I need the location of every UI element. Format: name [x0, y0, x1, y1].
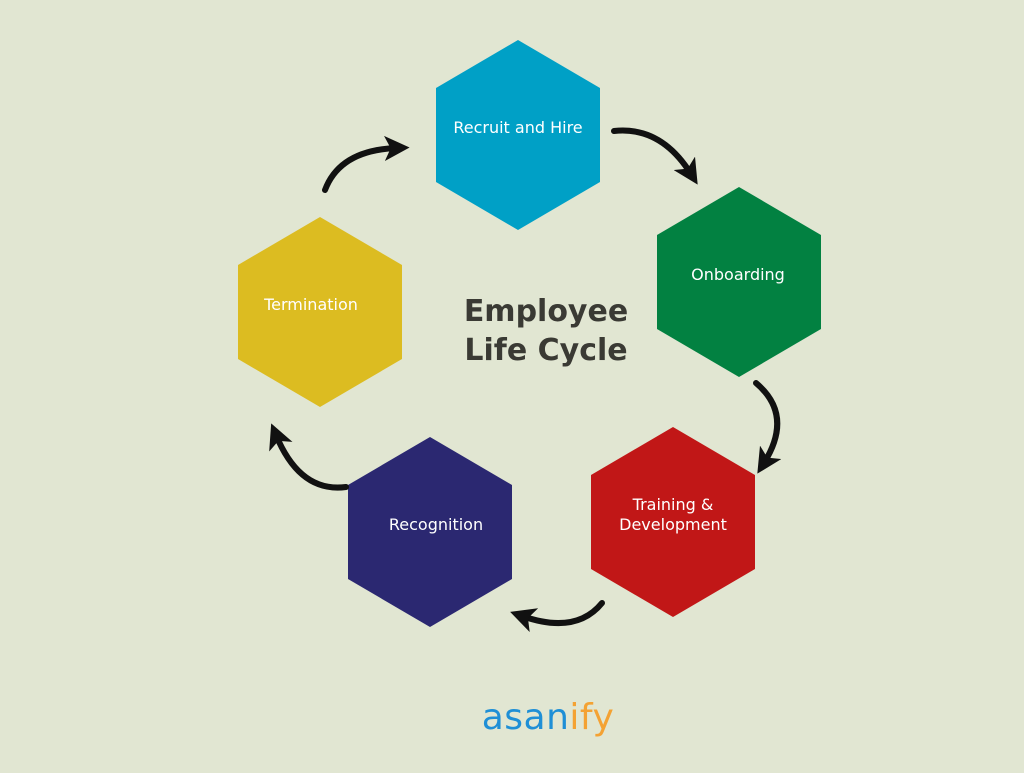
asanify-logo: asanify [420, 697, 676, 738]
stage-label: Development [619, 515, 727, 534]
stage-hexagon [348, 437, 512, 627]
stage-label: Training & [632, 495, 714, 514]
stage-onboarding: Onboarding [657, 187, 821, 377]
stage-label: Recognition [389, 515, 483, 534]
stage-training-and-development: Training &Development [591, 427, 755, 617]
diagram-title: Employee Life Cycle [416, 292, 676, 370]
logo-text-part-1: asan [481, 697, 570, 738]
stage-recruit-and-hire: Recruit and Hire [436, 40, 600, 230]
title-line-1: Employee [463, 294, 629, 329]
logo-text-part-2: ify [569, 697, 615, 738]
arrow-recognition-to-termination [269, 423, 349, 491]
stage-hexagon [657, 187, 821, 377]
stage-label: Recruit and Hire [453, 118, 582, 137]
stage-hexagon [238, 217, 402, 407]
stage-hexagon [591, 427, 755, 617]
stage-label: Termination [263, 295, 358, 314]
stage-termination: Termination [238, 217, 402, 407]
stage-label: Onboarding [691, 265, 785, 284]
arrow-onboarding-to-training [753, 380, 782, 474]
stage-hexagon [436, 40, 600, 230]
arrow-termination-to-recruit [322, 135, 410, 193]
arrow-recruit-to-onboarding [611, 127, 698, 185]
title-line-2: Life Cycle [464, 333, 628, 368]
arrow-training-to-recognition [510, 600, 605, 633]
stage-recognition: Recognition [348, 437, 512, 627]
